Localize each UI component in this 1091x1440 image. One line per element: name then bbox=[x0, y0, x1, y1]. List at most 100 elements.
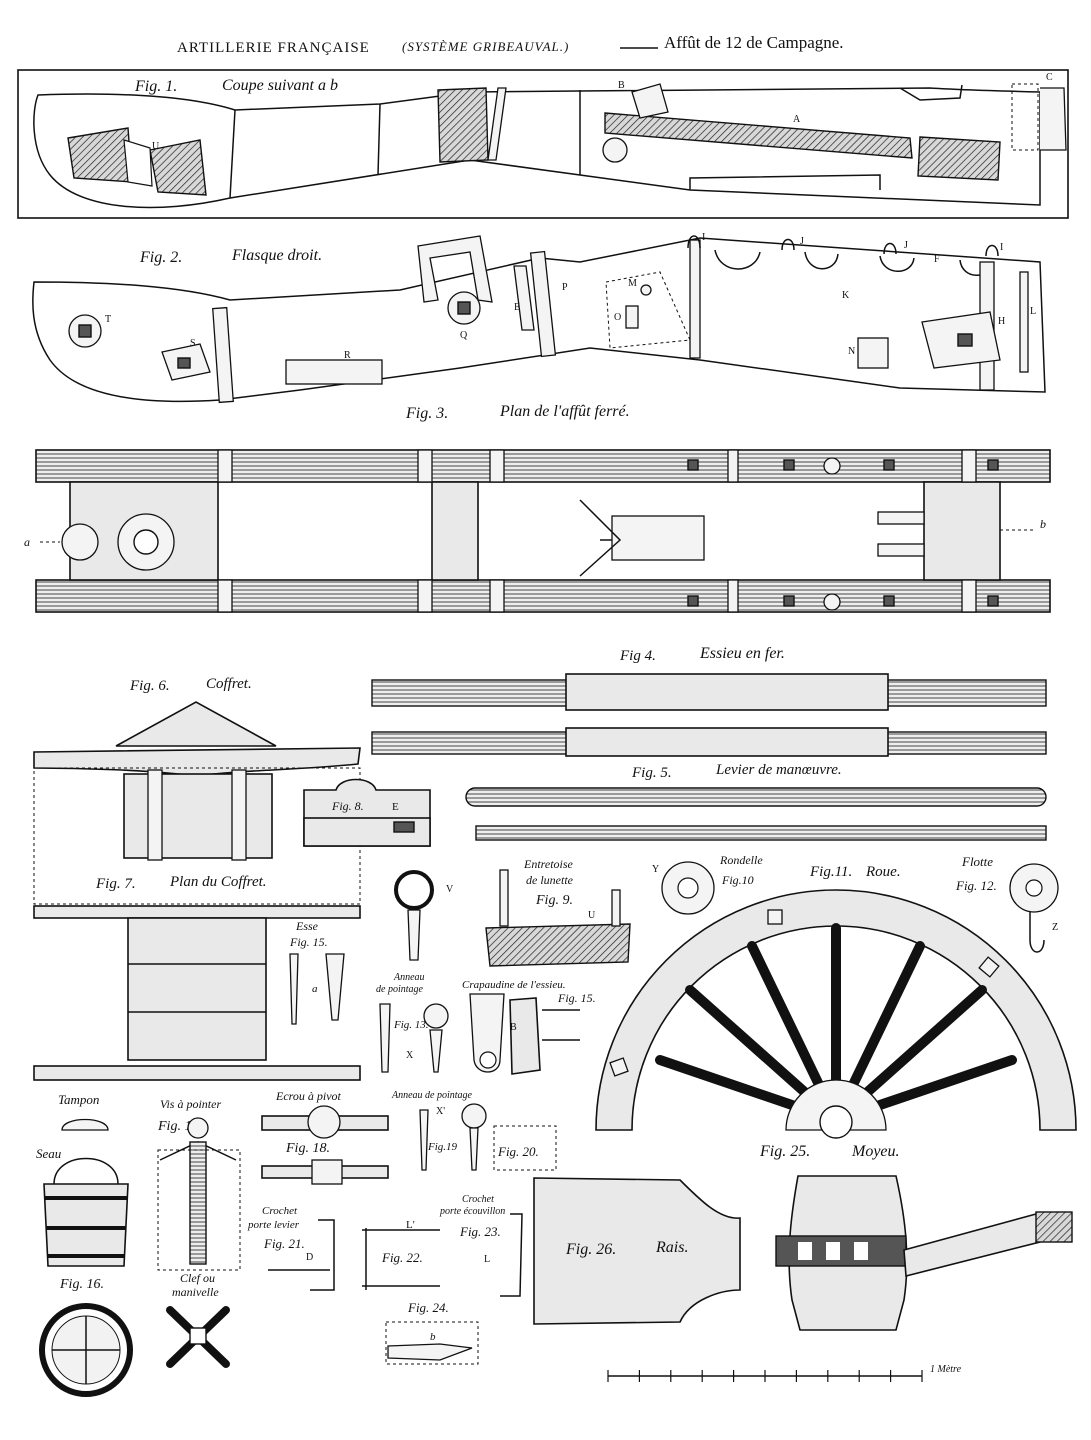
fig2-strap bbox=[689, 239, 701, 359]
fig23-label: Fig. 23. bbox=[459, 1224, 501, 1239]
fig15-brace bbox=[509, 997, 541, 1075]
fig3-strap-plates bbox=[217, 449, 999, 613]
fig2-plate-h-hole bbox=[957, 333, 973, 347]
fig12-caption: Flotte bbox=[961, 854, 993, 869]
fig15b-pin bbox=[289, 953, 299, 1025]
fig4-label: Fig 4. bbox=[619, 648, 656, 664]
fig1-bolt bbox=[487, 87, 507, 161]
fig2-letter-t: T bbox=[105, 314, 111, 325]
fig16-handle bbox=[53, 1157, 119, 1185]
fig15-letter-b: B bbox=[510, 1022, 517, 1033]
fig1-letter-u: U bbox=[152, 141, 160, 152]
fig16-caption-top: Tampon bbox=[58, 1092, 99, 1107]
fig17-knob bbox=[187, 1117, 209, 1139]
fig25-mortise bbox=[826, 1242, 840, 1260]
fig1-letter-a: A bbox=[793, 114, 801, 125]
fig21-label: Fig. 21. bbox=[263, 1236, 305, 1251]
fig8-label: Fig. 8. bbox=[331, 799, 364, 813]
fig11-rim-plate bbox=[609, 1057, 629, 1077]
fig6-box-roof bbox=[115, 701, 277, 747]
fig22-letter-l: L' bbox=[406, 1219, 415, 1231]
fig15b-caption: Esse bbox=[295, 919, 319, 933]
fig17-caption: Vis à pointer bbox=[160, 1097, 221, 1111]
fig21-caption-2: porte levier bbox=[247, 1219, 300, 1231]
fig15b-label: Fig. 15. bbox=[289, 935, 328, 949]
fig11-hub-center bbox=[819, 1105, 853, 1139]
fig2-dashed-elev bbox=[605, 271, 691, 349]
fig3-mid-transom bbox=[431, 481, 479, 581]
fig19-letter-x: X' bbox=[436, 1106, 445, 1117]
fig18-nut bbox=[307, 1105, 341, 1139]
fig11-rim-plate bbox=[978, 956, 1000, 978]
fig12-hook bbox=[1029, 912, 1045, 953]
fig13-shank bbox=[429, 1029, 443, 1073]
fig2-plate-s-hole bbox=[177, 357, 191, 369]
fig21-letter-d: D bbox=[306, 1252, 313, 1263]
fig3-left-cheek-bottom bbox=[35, 579, 1051, 613]
fig21-caption-1: Crochet bbox=[262, 1205, 298, 1217]
fig1-caption: Coupe suivant a b bbox=[222, 77, 338, 94]
fig15-plate-hole bbox=[479, 1051, 497, 1069]
fig16-bucket-plan bbox=[39, 1303, 133, 1397]
fig2-notch bbox=[804, 251, 839, 270]
fig12-label: Fig. 12. bbox=[955, 878, 997, 893]
plate-header: ARTILLERIE FRANÇAISE (SYSTÈME GRIBEAUVAL… bbox=[177, 33, 844, 56]
fig25-label: Fig. 25. bbox=[759, 1143, 810, 1160]
figure-5-section: Fig. 5. Levier de manœuvre. bbox=[465, 762, 1047, 841]
fig6-caption: Coffret. bbox=[206, 676, 252, 692]
fig9-caption-1: Entretoise bbox=[523, 857, 574, 871]
fig9-ring-v bbox=[394, 870, 434, 910]
fig2-letter-h: H bbox=[998, 316, 1005, 327]
fig9-letter-u: U bbox=[588, 910, 596, 921]
fig2-letter-e: E bbox=[514, 302, 520, 313]
fig2-letter-l: L bbox=[1030, 306, 1036, 317]
fig4-axle-bottom-body bbox=[565, 727, 889, 757]
fig2-lever-l bbox=[1019, 271, 1029, 373]
fig3-front-transom bbox=[923, 481, 1001, 581]
fig1-frame bbox=[17, 69, 1069, 219]
fig1-letter-c: C bbox=[1046, 72, 1053, 83]
fig4-caption: Essieu en fer. bbox=[699, 645, 785, 662]
figure-1-section: Fig. 1. Coupe suivant a b U A B C bbox=[17, 69, 1069, 219]
figure-11-section: Fig.11. Roue. bbox=[595, 864, 1077, 1139]
fig13-letter-x: X bbox=[406, 1050, 414, 1061]
fig7-caption: Plan du Coffret. bbox=[169, 874, 267, 890]
fig10-washer-hole bbox=[677, 877, 699, 899]
fig2-letter-m: M bbox=[628, 278, 637, 289]
fig26-label: Fig. 26. bbox=[565, 1241, 616, 1258]
figure-21-section: Crochet porte levier Fig. 21. D bbox=[247, 1205, 335, 1291]
fig2-letter-k: K bbox=[842, 290, 850, 301]
fig5-caption: Levier de manœuvre. bbox=[715, 762, 842, 778]
fig1-dashed-block bbox=[1011, 83, 1039, 151]
fig2-box-n bbox=[857, 337, 889, 369]
fig2-ring-j bbox=[781, 238, 795, 251]
figure-25-section: Fig. 25. Moyeu. bbox=[759, 1143, 1073, 1331]
fig9-caption-2: de lunette bbox=[526, 873, 574, 887]
fig8-slot bbox=[393, 821, 415, 833]
fig22-staple bbox=[362, 1228, 440, 1290]
fig16-tampon bbox=[61, 1118, 109, 1131]
figure-4-section: Fig 4. Essieu en fer. bbox=[371, 645, 1047, 757]
fig1-axle-bed-a bbox=[604, 112, 913, 159]
fig1-wedge bbox=[123, 139, 153, 187]
fig10-label: Fig.10 bbox=[721, 873, 754, 887]
fig23-hook bbox=[500, 1213, 523, 1297]
figure-10-section: Rondelle Fig.10 Y bbox=[652, 853, 763, 915]
fig21-hook bbox=[310, 1219, 335, 1291]
fig13-caption-1: Anneau bbox=[393, 972, 425, 983]
fig11-hub bbox=[785, 1079, 887, 1131]
fig10-caption: Rondelle bbox=[719, 853, 763, 867]
fig9-ring-shank bbox=[407, 909, 421, 961]
figure-12-section: Flotte Fig. 12. Z bbox=[955, 854, 1059, 953]
fig2-letter-r: R bbox=[344, 350, 351, 361]
fig15-caption: Crapaudine de l'essieu. bbox=[462, 979, 565, 991]
fig17-key-hole bbox=[189, 1327, 207, 1345]
fig9-transom bbox=[485, 923, 631, 967]
fig25-spoke bbox=[903, 1212, 1041, 1278]
fig24-dashed-frame bbox=[385, 1321, 479, 1365]
fig2-letter-f: F bbox=[934, 254, 940, 265]
fig24-hinge bbox=[387, 1343, 473, 1361]
fig2-trunnion-notch bbox=[714, 249, 761, 270]
fig1-bracket-b bbox=[631, 83, 669, 119]
fig25-mortise bbox=[798, 1242, 812, 1260]
